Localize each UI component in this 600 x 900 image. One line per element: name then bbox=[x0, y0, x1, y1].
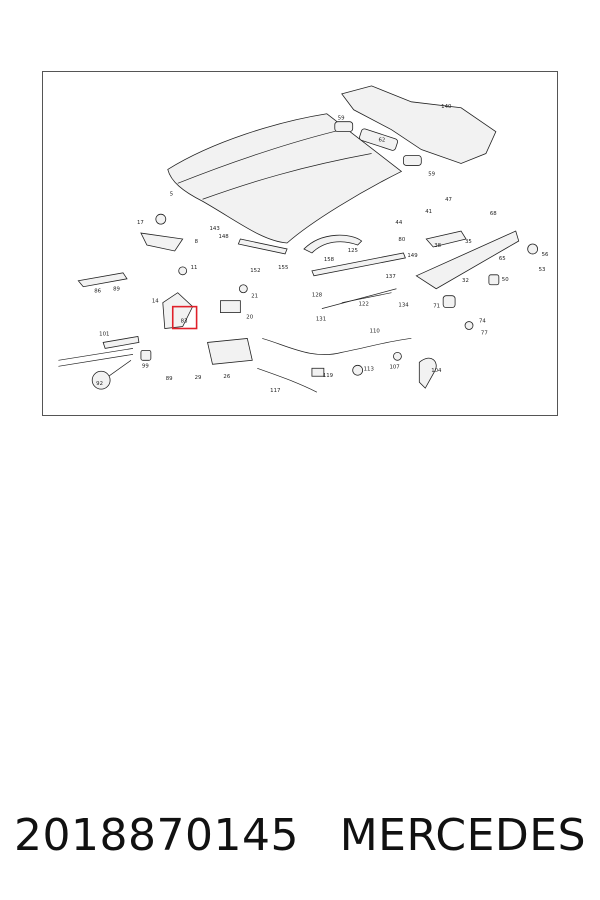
part-label-50: 50 bbox=[502, 277, 509, 283]
vent-grille-left bbox=[334, 121, 354, 133]
part-label-17: 17 bbox=[137, 220, 144, 226]
part-label-8: 8 bbox=[195, 239, 199, 245]
part-label-14: 14 bbox=[152, 299, 159, 305]
part-label-80: 80 bbox=[398, 237, 405, 243]
caption-bar: 2018870145 MERCEDES bbox=[0, 800, 600, 870]
part-label-5: 5 bbox=[170, 191, 173, 197]
part-label-74: 74 bbox=[479, 319, 486, 325]
rubber-strip bbox=[237, 238, 288, 255]
clip-113 bbox=[352, 364, 364, 376]
part-label-44: 44 bbox=[395, 220, 402, 226]
bolt-99 bbox=[140, 349, 152, 361]
fastener-21 bbox=[238, 284, 248, 294]
screw-74 bbox=[464, 321, 474, 330]
stop-50 bbox=[488, 274, 500, 286]
part-83-pad bbox=[162, 292, 194, 329]
nut-56 bbox=[527, 243, 539, 255]
part-label-155: 155 bbox=[278, 265, 288, 271]
part-label-131: 131 bbox=[316, 317, 326, 323]
part-label-21: 21 bbox=[251, 294, 258, 300]
part-label-99: 99 bbox=[142, 363, 149, 369]
part-label-11: 11 bbox=[191, 265, 198, 271]
part-label-113: 113 bbox=[364, 366, 374, 372]
clip-119 bbox=[311, 367, 325, 377]
bolt-17 bbox=[155, 213, 167, 225]
arm-101 bbox=[102, 335, 140, 349]
part-label-110: 110 bbox=[370, 328, 381, 334]
trim-strip bbox=[311, 252, 406, 277]
part-label-158: 158 bbox=[324, 257, 335, 263]
part-label-83: 83 bbox=[181, 319, 188, 325]
part-label-26: 26 bbox=[223, 374, 230, 380]
part-label-122: 122 bbox=[359, 302, 369, 308]
lever-86 bbox=[77, 272, 128, 288]
insulation-mat bbox=[341, 85, 497, 164]
part-number: 2018870145 bbox=[14, 809, 299, 861]
part-label-137: 137 bbox=[386, 274, 396, 280]
part-label-65: 65 bbox=[499, 256, 506, 262]
bushing-71 bbox=[442, 295, 456, 309]
part-label-128: 128 bbox=[312, 293, 323, 299]
part-label-53: 53 bbox=[539, 267, 546, 273]
hinge-left bbox=[140, 232, 184, 252]
part-label-92: 92 bbox=[96, 381, 103, 387]
part-label-38: 38 bbox=[434, 243, 441, 249]
part-label-29: 29 bbox=[195, 375, 202, 381]
clip-107 bbox=[393, 351, 402, 361]
part-label-86: 86 bbox=[94, 289, 101, 295]
part-label-32: 32 bbox=[462, 278, 469, 284]
bracket-20 bbox=[220, 300, 241, 313]
part-label-140: 140 bbox=[441, 104, 452, 110]
part-label-117: 117 bbox=[270, 388, 280, 394]
air-intake-grille bbox=[359, 128, 398, 151]
part-label-68: 68 bbox=[490, 211, 497, 217]
release-handle bbox=[418, 357, 437, 389]
part-label-77: 77 bbox=[481, 330, 488, 336]
part-label-134: 134 bbox=[398, 303, 409, 309]
part-label-41: 41 bbox=[425, 209, 432, 215]
vent-grille-right bbox=[402, 155, 422, 166]
hinge-right bbox=[415, 230, 520, 290]
callout-circle-92 bbox=[91, 370, 111, 390]
highlight-box bbox=[171, 305, 198, 330]
part-label-89: 89 bbox=[113, 287, 120, 293]
part-label-104: 104 bbox=[431, 368, 442, 374]
part-label-119: 119 bbox=[323, 373, 334, 379]
part-label-59: 59 bbox=[338, 116, 345, 122]
part-label-35: 35 bbox=[465, 239, 472, 245]
part-label-47: 47 bbox=[445, 197, 452, 203]
part-label-71: 71 bbox=[433, 304, 440, 310]
part-label-143: 143 bbox=[210, 226, 220, 232]
part-label-62: 62 bbox=[379, 138, 386, 144]
hood-panel bbox=[167, 113, 403, 244]
seal-strip bbox=[303, 234, 363, 254]
fastener-11 bbox=[178, 266, 188, 276]
part-label-107: 107 bbox=[389, 364, 399, 370]
part-label-20: 20 bbox=[246, 315, 253, 321]
part-label-56: 56 bbox=[542, 252, 549, 258]
part-label-125: 125 bbox=[348, 248, 358, 254]
part-label-148: 148 bbox=[218, 234, 229, 240]
part-label-89: 89 bbox=[166, 376, 173, 382]
part-label-149: 149 bbox=[407, 253, 418, 259]
part-label-101: 101 bbox=[99, 331, 109, 337]
latch-bracket bbox=[207, 338, 253, 365]
brand-name: MERCEDES bbox=[339, 809, 586, 861]
part-label-59: 59 bbox=[428, 171, 435, 177]
part-label-152: 152 bbox=[250, 268, 260, 274]
bracket-38 bbox=[425, 230, 467, 248]
